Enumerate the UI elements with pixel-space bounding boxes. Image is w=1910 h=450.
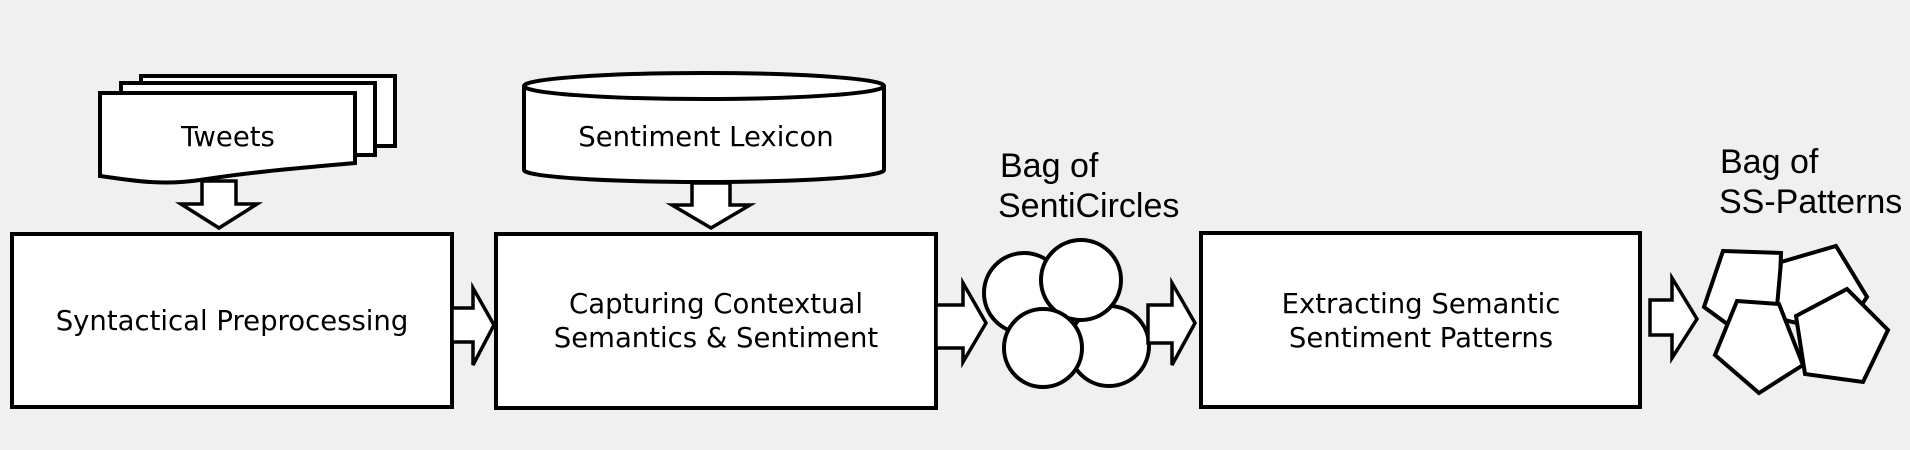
stage-3-label-line-2: Sentiment Patterns <box>1289 322 1553 354</box>
circles-cluster-icon <box>982 238 1151 389</box>
ss-patterns-label-line-2: SS-Patterns <box>1719 183 1902 221</box>
lexicon-cylinder-top <box>522 71 886 101</box>
stage-1-label: Syntactical Preprocessing <box>56 305 409 337</box>
stage-3-label-line-1: Extracting Semantic <box>1282 288 1561 320</box>
stage-extracting-semantic-patterns: Extracting Semantic Sentiment Patterns <box>1199 231 1642 409</box>
tweets-down-arrow <box>174 179 264 231</box>
senticircle-front <box>1002 307 1084 389</box>
sentiment-lexicon-database: Sentiment Lexicon <box>522 71 886 184</box>
senticircles-label-line-1: Bag of <box>1000 147 1099 185</box>
tweets-label: Tweets <box>180 121 275 153</box>
stage-syntactical-preprocessing: Syntactical Preprocessing <box>10 232 454 409</box>
arrow-senticircles-to-stage3 <box>1146 276 1198 366</box>
senticircles-label-line-2: SentiCircles <box>998 187 1179 225</box>
ss-pattern-pentagon-bottom-right <box>1793 286 1891 385</box>
stage-box-3 <box>1199 231 1642 409</box>
arrow-stage2-to-senticircles <box>934 276 989 369</box>
tweets-document-front <box>98 91 357 185</box>
ss-pattern-pentagon-bottom-left <box>1712 298 1806 396</box>
pentagons-cluster-icon <box>1701 243 1891 396</box>
arrow-stage3-to-ss-patterns <box>1648 271 1700 364</box>
stage-2-label-line-2: Semantics & Sentiment <box>554 322 879 354</box>
stage-capturing-contextual-semantics: Capturing Contextual Semantics & Sentime… <box>494 232 938 410</box>
lexicon-down-arrow <box>665 181 757 231</box>
stage-2-label-line-1: Capturing Contextual <box>569 288 863 320</box>
stage-box-2 <box>494 232 938 410</box>
lexicon-label: Sentiment Lexicon <box>578 121 833 153</box>
bag-of-ss-patterns: Bag of SS-Patterns <box>1701 143 1902 396</box>
bag-of-senticircles: Bag of SentiCircles <box>982 147 1179 389</box>
arrow-stage1-to-stage2 <box>450 281 496 366</box>
tweets-document-stack: Tweets <box>98 74 397 185</box>
senticircle-top <box>1039 238 1123 322</box>
ss-patterns-label-line-1: Bag of <box>1720 143 1819 181</box>
